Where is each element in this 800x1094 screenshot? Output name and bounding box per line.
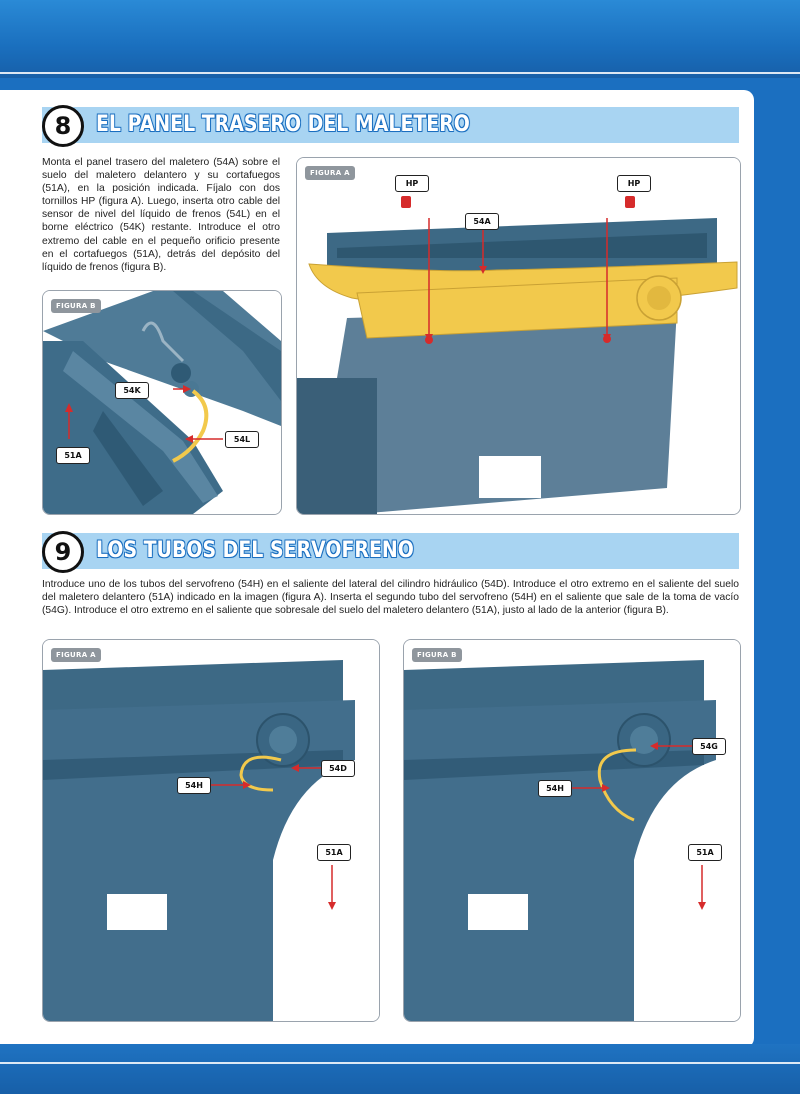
- callout-51a-b: 51A: [688, 844, 722, 861]
- figure-9b-tag: FIGURA B: [412, 648, 462, 662]
- callout-54g: 54G: [692, 738, 726, 755]
- bottom-band: [0, 1044, 800, 1094]
- step-9-text: Introduce uno de los tubos del servofren…: [42, 579, 739, 617]
- page-sheet: 8 EL PANEL TRASERO DEL MALETERO Monta el…: [0, 90, 754, 1048]
- step-9-number: 9: [42, 531, 84, 573]
- step-9-figure-a: FIGURA A 54H 54D 51A: [42, 639, 380, 1022]
- figure-9a-illustration: [43, 640, 379, 1021]
- callout-54k: 54K: [115, 382, 149, 399]
- top-band: [0, 0, 800, 78]
- figure-9b-illustration: [404, 640, 740, 1021]
- step-8-text: Monta el panel trasero del maletero (54A…: [42, 157, 280, 273]
- callout-54a: 54A: [465, 213, 499, 230]
- figure-a-illustration: [297, 158, 740, 514]
- callout-54d: 54D: [321, 760, 355, 777]
- step-8-header: 8 EL PANEL TRASERO DEL MALETERO: [42, 105, 739, 147]
- callout-54h-b: 54H: [538, 780, 572, 797]
- figure-9a-tag: FIGURA A: [51, 648, 101, 662]
- callout-54l: 54L: [225, 431, 259, 448]
- step-9-header: 9 LOS TUBOS DEL SERVOFRENO: [42, 531, 739, 573]
- step-8-number: 8: [42, 105, 84, 147]
- callout-54h-a: 54H: [177, 777, 211, 794]
- figure-b-illustration: [43, 291, 281, 514]
- step-8-figure-a: FIGURA A HP HP 54A: [296, 157, 741, 515]
- callout-51a-a: 51A: [317, 844, 351, 861]
- figure-b-tag: FIGURA B: [51, 299, 101, 313]
- callout-hp-left: HP: [395, 175, 429, 192]
- callout-51a: 51A: [56, 447, 90, 464]
- callout-hp-right: HP: [617, 175, 651, 192]
- step-9-figure-b: FIGURA B 54H 54G 51A: [403, 639, 741, 1022]
- step-9-title: LOS TUBOS DEL SERVOFRENO: [96, 538, 414, 563]
- figure-a-tag: FIGURA A: [305, 166, 355, 180]
- step-8-figure-b: FIGURA B 54K 54L 51A: [42, 290, 282, 515]
- step-8-title: EL PANEL TRASERO DEL MALETERO: [96, 112, 470, 137]
